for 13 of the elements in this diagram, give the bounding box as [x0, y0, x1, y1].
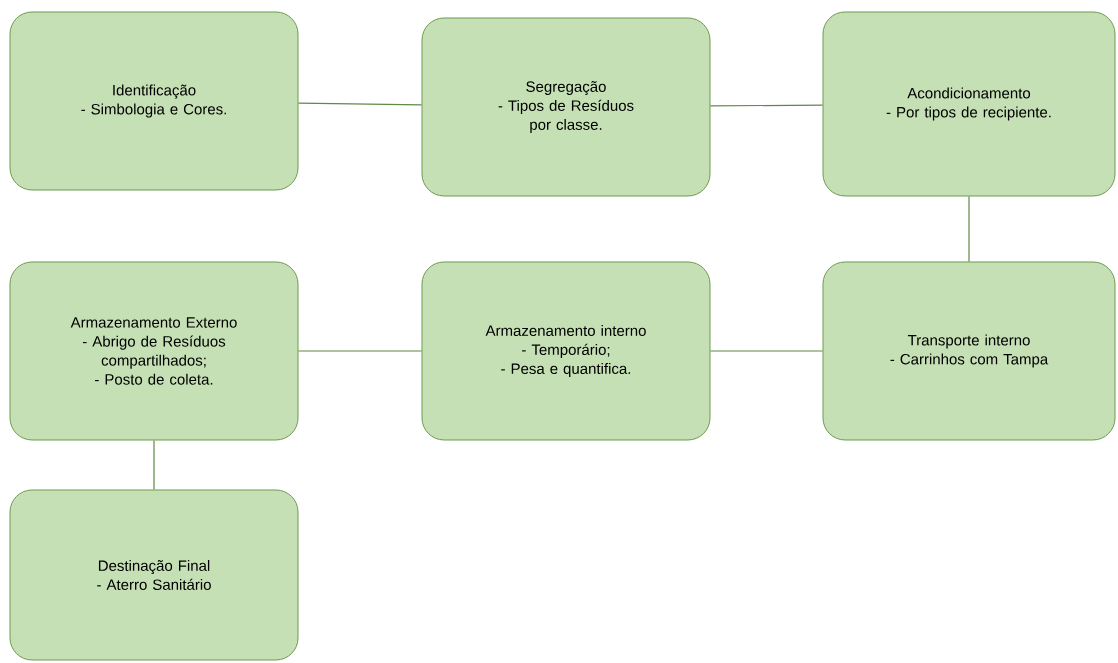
process-box: Transporte interno - Carrinhos com Tampa [822, 261, 1116, 441]
connector-line [709, 104, 824, 107]
connector-line [968, 195, 970, 263]
process-box: Armazenamento interno - Temporário; - Pesa e quantifica. [421, 261, 711, 441]
process-box: Acondicionamento - Por tipos de recipiente. [822, 11, 1116, 197]
connector-line [153, 439, 155, 491]
process-box: Identificação - Simbologia e Cores. [9, 11, 299, 191]
process-box: Segregação - Tipos de Resíduos por classe. [421, 17, 711, 197]
process-box: Destinação Final - Aterro Sanitário [9, 489, 299, 661]
process-box: Armazenamento Externo - Abrigo de Resíduos compartilhados; - Posto de coleta. [9, 261, 299, 441]
connector-line [297, 102, 423, 106]
connector-line [297, 350, 423, 352]
connector-line [709, 350, 824, 352]
